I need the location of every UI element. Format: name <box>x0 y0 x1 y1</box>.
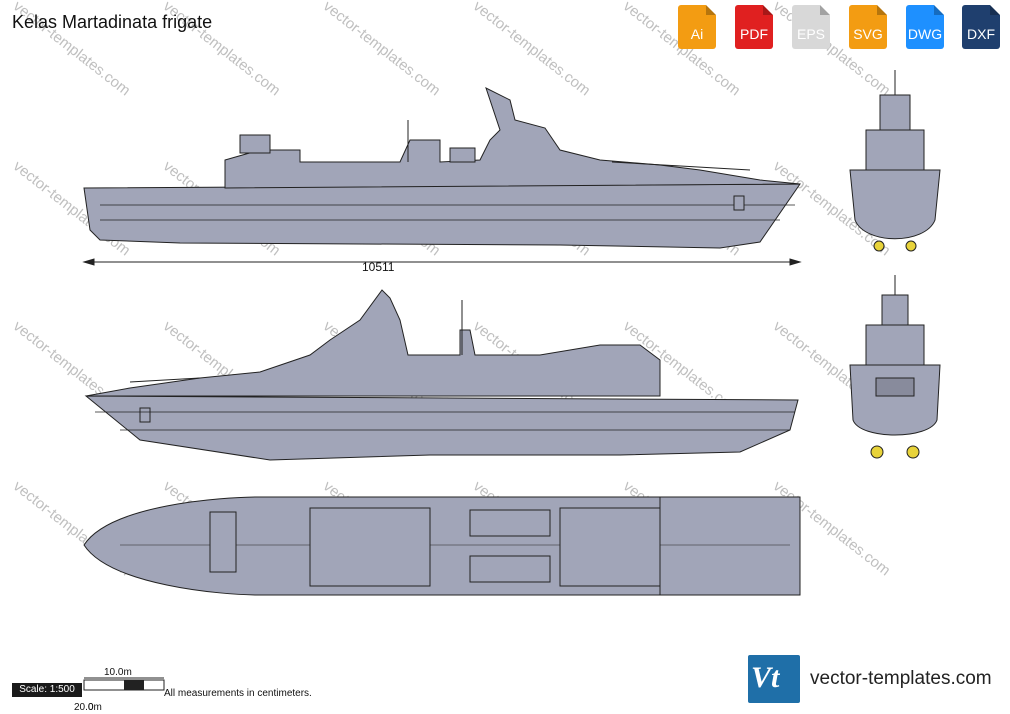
front-view <box>849 70 941 252</box>
eps-file-icon[interactable]: EPS <box>792 5 830 49</box>
fold-corner <box>877 5 887 15</box>
side-view-port <box>84 289 799 461</box>
dxf-label: DXF <box>967 26 995 42</box>
svg-label: SVG <box>853 26 883 42</box>
scale-twenty-label: 20.0m <box>74 702 102 713</box>
dxf-file-icon[interactable]: DXF <box>962 5 1000 49</box>
site-link[interactable]: vector-templates.com <box>810 668 992 689</box>
vt-logo-icon[interactable] <box>748 655 800 703</box>
ai-label: Ai <box>690 26 704 42</box>
pdf-file-icon[interactable]: PDF <box>735 5 773 49</box>
dwg-file-icon[interactable]: DWG <box>906 5 944 49</box>
fold-corner <box>706 5 716 15</box>
fold-corner <box>820 5 830 15</box>
scale-label: Scale: 1:500 <box>12 683 82 697</box>
scale-bar <box>83 677 165 691</box>
vt-logo-mark: Vt <box>751 661 780 694</box>
dimension-line <box>82 258 802 266</box>
fold-corner <box>763 5 773 15</box>
ai-file-icon[interactable]: Ai <box>678 5 716 49</box>
side-view-starboard <box>83 87 801 249</box>
eps-label: EPS <box>796 26 825 42</box>
measurements-note: All measurements in centimeters. <box>164 688 312 699</box>
fold-corner <box>990 5 1000 15</box>
pdf-label: PDF <box>740 26 768 42</box>
length-dimension: 10511 <box>362 260 395 274</box>
scale-ten-label: 10.0m <box>104 667 132 678</box>
page-title: Kelas Martadinata frigate <box>12 12 213 32</box>
rear-view <box>849 275 941 459</box>
scale-zero-label: 0 <box>88 702 94 713</box>
svg-file-icon[interactable]: SVG <box>849 5 887 49</box>
dwg-label: DWG <box>907 26 943 42</box>
fold-corner <box>934 5 944 15</box>
top-view <box>83 496 801 596</box>
